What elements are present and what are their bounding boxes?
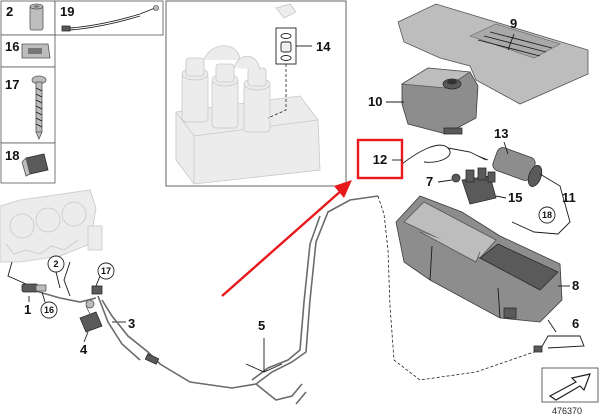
orientation-arrow-box xyxy=(541,367,599,403)
legend-label-18: 18 xyxy=(5,148,19,163)
callout-7: 7 xyxy=(426,174,433,189)
legend-part-16-clip-icon xyxy=(21,43,51,59)
callout-1: 1 xyxy=(24,302,31,317)
callout-4: 4 xyxy=(80,342,88,357)
valve-inset: 14 xyxy=(165,0,347,187)
housing-tray-8-icon xyxy=(395,195,563,323)
callout-5: 5 xyxy=(258,318,265,333)
svg-text:16: 16 xyxy=(44,305,54,315)
callout-11: 11 xyxy=(562,190,576,205)
callout-14: 14 xyxy=(316,39,331,54)
solenoid-middle-icon xyxy=(211,63,239,129)
legend-part-17-screw-icon xyxy=(31,75,47,141)
svg-text:2: 2 xyxy=(53,259,58,269)
pressure-sensor-1-icon xyxy=(21,283,47,293)
callout-3: 3 xyxy=(128,316,135,331)
bracket-17-clip-icon xyxy=(91,285,103,295)
callout-9: 9 xyxy=(510,16,517,31)
legend-label-2: 2 xyxy=(6,4,13,19)
solenoid-right-icon xyxy=(243,67,271,133)
callout-6: 6 xyxy=(572,316,579,331)
circled-ref-16: 16 xyxy=(40,291,58,319)
vacuum-line-3 xyxy=(97,295,257,389)
svg-text:17: 17 xyxy=(101,266,111,276)
vacuum-reservoir-10-icon xyxy=(400,67,479,135)
filter-element-14-icon xyxy=(267,27,312,119)
callout-8: 8 xyxy=(572,278,579,293)
circled-ref-2: 2 xyxy=(47,255,65,289)
canister-13-icon xyxy=(477,147,543,187)
highlight-callout-12: 12 xyxy=(356,138,404,180)
valve-4-icon xyxy=(79,299,103,333)
svg-text:18: 18 xyxy=(542,210,552,220)
legend-label-19: 19 xyxy=(60,4,74,19)
vacuum-line-5 xyxy=(245,195,379,405)
callout-15: 15 xyxy=(508,190,522,205)
svg-text:12: 12 xyxy=(373,152,387,167)
circled-ref-18: 18 xyxy=(538,206,556,224)
intake-manifold-ghost xyxy=(0,189,103,263)
legend-label-16: 16 xyxy=(5,39,19,54)
legend-part-2-sleeve-icon xyxy=(29,3,44,31)
circled-ref-17: 17 xyxy=(95,262,115,287)
solenoid-left-icon xyxy=(181,57,209,123)
callout-10: 10 xyxy=(368,94,382,109)
legend-table: 2 19 16 17 18 xyxy=(0,0,164,184)
legend-part-18-grommet-icon xyxy=(21,153,49,177)
callout-13: 13 xyxy=(494,126,508,141)
red-pointer-arrow xyxy=(221,180,352,297)
document-number: 476370 xyxy=(552,406,582,416)
legend-part-19-cable-icon xyxy=(61,5,159,32)
screw-7-icon xyxy=(451,173,461,183)
valve-cluster-15-icon xyxy=(461,167,497,205)
legend-label-17: 17 xyxy=(5,77,19,92)
